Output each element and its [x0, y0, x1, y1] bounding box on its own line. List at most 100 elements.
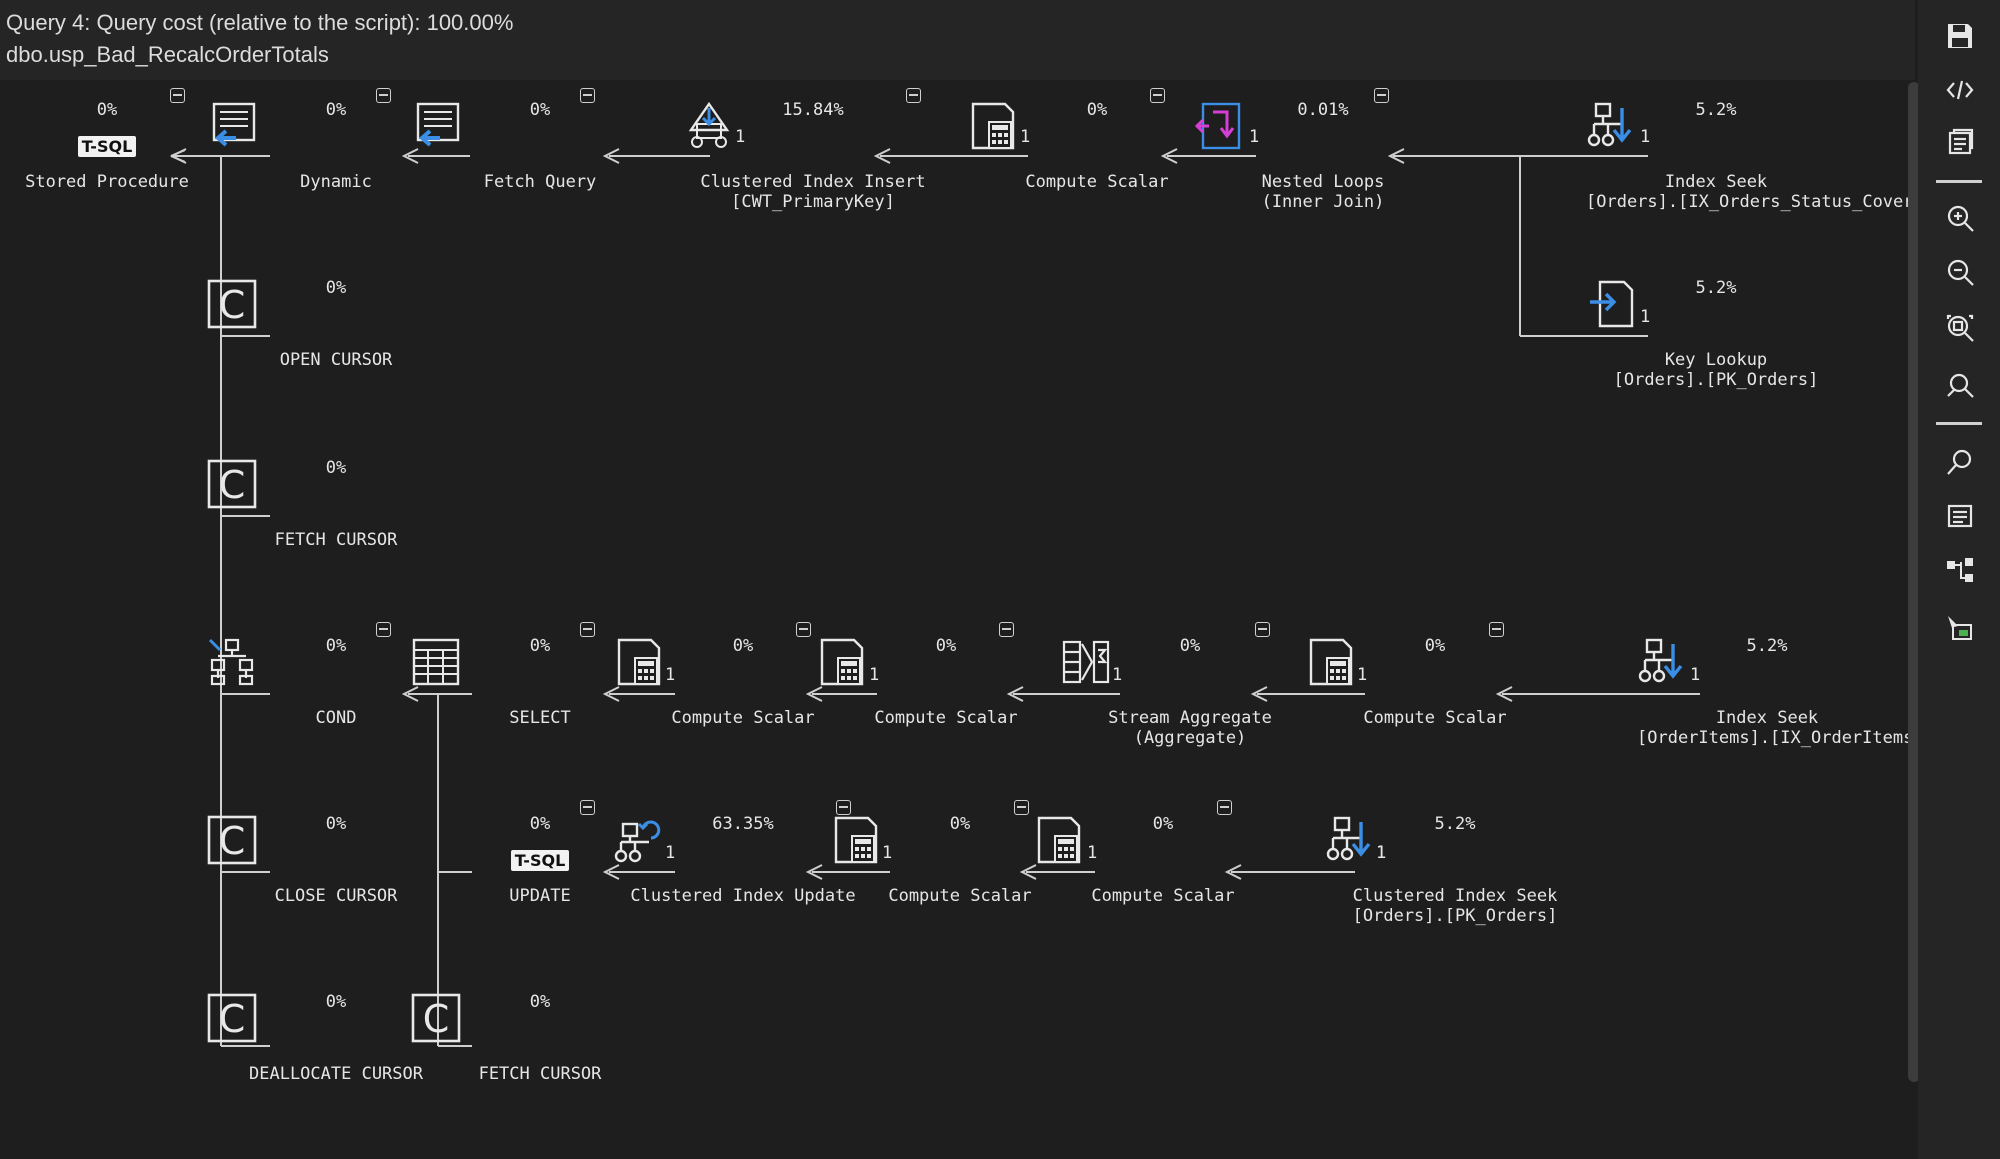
- vertical-scrollbar[interactable]: [1908, 82, 1920, 1082]
- open-xml-icon[interactable]: [1940, 122, 1980, 162]
- node-sublabel: [Orders].[IX_Orders_Status_Covering]: [1586, 192, 1955, 212]
- plan-node[interactable]: 5.2%Clustered Index Seek[Orders].[PK_Ord…: [1325, 814, 1585, 926]
- node-cost: 0%: [529, 814, 551, 834]
- properties-icon[interactable]: [1940, 496, 1980, 536]
- plan-node[interactable]: 0%Stream Aggregate(Aggregate): [1060, 636, 1320, 748]
- node-cost: 5.2%: [1746, 636, 1788, 656]
- plan-node[interactable]: 0%Compute Scalar: [1033, 814, 1293, 906]
- row-count-label: 1: [1376, 843, 1387, 863]
- collapse-node-button[interactable]: [796, 622, 811, 637]
- show-query-text-icon[interactable]: [1940, 70, 1980, 110]
- collapse-node-button[interactable]: [1255, 622, 1270, 637]
- collapse-node-button[interactable]: [580, 88, 595, 103]
- collapse-node-button[interactable]: [1014, 800, 1029, 815]
- collapse-node-button[interactable]: [836, 800, 851, 815]
- node-label: FETCH CURSOR: [274, 530, 398, 550]
- row-count-label: 1: [1357, 665, 1368, 685]
- svg-text:C: C: [219, 463, 246, 507]
- tsql-icon: T-SQL: [0, 120, 237, 172]
- cursor-icon: C: [410, 993, 670, 1064]
- node-cost: 0%: [325, 458, 347, 478]
- compare-plan-icon[interactable]: [1940, 550, 1980, 590]
- compute-scalar-icon: [613, 638, 873, 708]
- node-sublabel: [OrderItems].[IX_OrderItems_OrderI: [1637, 728, 1985, 748]
- compute-scalar-icon: [967, 102, 1227, 172]
- row-count-label: 1: [1249, 127, 1260, 147]
- svg-text:C: C: [219, 997, 246, 1041]
- zoom-in-icon[interactable]: [1940, 198, 1980, 238]
- row-count-label: 1: [1640, 307, 1651, 327]
- svg-text:C: C: [219, 283, 246, 327]
- node-cost: 5.2%: [1695, 278, 1737, 298]
- key-lookup-icon: [1586, 280, 1846, 350]
- node-cost: 0%: [949, 814, 971, 834]
- collapse-node-button[interactable]: [580, 622, 595, 637]
- clustered-index-update-icon: [613, 820, 873, 886]
- plan-node[interactable]: 0%Compute Scalar: [1305, 636, 1565, 728]
- plan-node[interactable]: 0%Compute Scalar: [816, 636, 1076, 728]
- plan-node[interactable]: 0% C FETCH CURSOR: [206, 458, 466, 550]
- node-cost: 0%: [1152, 814, 1174, 834]
- node-cost: 0%: [529, 100, 551, 120]
- plan-node[interactable]: 5.2%Index Seek[Orders].[IX_Orders_Status…: [1586, 100, 1955, 212]
- collapse-node-button[interactable]: [376, 622, 391, 637]
- node-cost: 0%: [1179, 636, 1201, 656]
- collapse-node-button[interactable]: [580, 800, 595, 815]
- plan-node[interactable]: 0.01%Nested Loops(Inner Join): [1193, 100, 1453, 212]
- plan-node[interactable]: 0%SELECT: [410, 636, 670, 728]
- plan-node[interactable]: 0%Dynamic: [206, 100, 466, 192]
- plan-node[interactable]: 0%COND: [206, 636, 466, 728]
- plan-node[interactable]: 0% Fetch Query: [410, 100, 670, 192]
- node-label: Clustered Index Insert: [700, 172, 926, 192]
- plan-node[interactable]: 5.2%Index Seek[OrderItems].[IX_OrderItem…: [1637, 636, 1985, 748]
- plan-node[interactable]: 15.84%Clustered Index Insert[CWT_Primary…: [683, 100, 943, 212]
- node-label: OPEN CURSOR: [279, 350, 393, 370]
- collapse-node-button[interactable]: [1217, 800, 1232, 815]
- row-count-label: 1: [735, 127, 746, 147]
- collapse-node-button[interactable]: [1489, 622, 1504, 637]
- fetch-query-icon: [410, 102, 670, 172]
- row-count-label: 1: [1690, 665, 1701, 685]
- plan-node[interactable]: 63.35% Clustered Index Update: [613, 814, 873, 906]
- node-label: FETCH CURSOR: [478, 1064, 602, 1084]
- plan-node[interactable]: 5.2%Key Lookup[Orders].[PK_Orders]: [1586, 278, 1846, 390]
- zoom-out-icon[interactable]: [1940, 252, 1980, 292]
- row-count-label: 1: [882, 843, 893, 863]
- save-plan-icon[interactable]: [1940, 16, 1980, 56]
- plan-node[interactable]: 0%Compute Scalar: [967, 100, 1227, 192]
- query-header: Query 4: Query cost (relative to the scr…: [0, 0, 1915, 80]
- collapse-node-button[interactable]: [999, 622, 1014, 637]
- highlight-expensive-icon[interactable]: [1940, 608, 1980, 648]
- node-cost: 0%: [732, 636, 754, 656]
- plan-node[interactable]: 0%Compute Scalar: [613, 636, 873, 728]
- node-sublabel: [Orders].[PK_Orders]: [1352, 906, 1558, 926]
- node-label: Fetch Query: [483, 172, 597, 192]
- node-cost: 0%: [325, 636, 347, 656]
- clustered-index-insert-icon: [683, 101, 943, 172]
- row-count-label: 1: [1087, 843, 1098, 863]
- find-node-icon[interactable]: [1940, 442, 1980, 482]
- collapse-node-button[interactable]: [376, 88, 391, 103]
- plan-node[interactable]: 0%Compute Scalar: [830, 814, 1090, 906]
- collapse-node-button[interactable]: [1150, 88, 1165, 103]
- node-cost: 0%: [325, 992, 347, 1012]
- node-cost: 5.2%: [1695, 100, 1737, 120]
- query-cost-title: Query 4: Query cost (relative to the scr…: [6, 10, 514, 35]
- node-label: Clustered Index Update: [630, 886, 856, 906]
- row-count-label: 1: [869, 665, 880, 685]
- zoom-to-fit-icon[interactable]: [1940, 364, 1980, 404]
- node-cost: 63.35%: [712, 814, 774, 834]
- collapse-node-button[interactable]: [1374, 88, 1389, 103]
- collapse-node-button[interactable]: [906, 88, 921, 103]
- row-count-label: 1: [1640, 127, 1651, 147]
- zoom-custom-icon[interactable]: [1940, 308, 1980, 348]
- row-count-label: 1: [1020, 127, 1031, 147]
- collapse-node-button[interactable]: [170, 88, 185, 103]
